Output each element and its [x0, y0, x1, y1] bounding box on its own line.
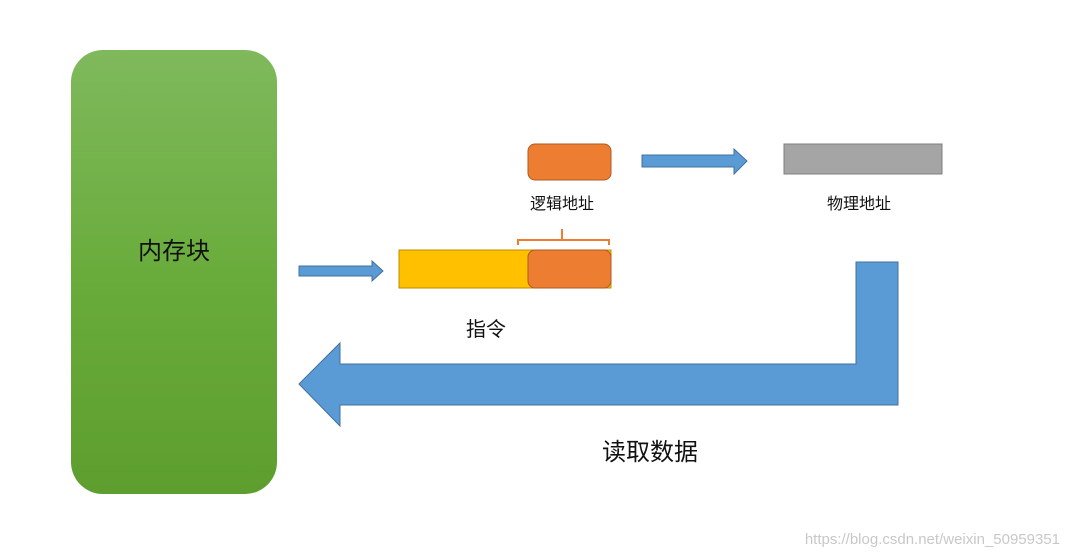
- address-bracket: [517, 229, 610, 245]
- logical-address-box: [527, 143, 612, 181]
- instruction-address-segment: [527, 249, 612, 289]
- physical-address-box: [783, 143, 943, 175]
- memory-to-instruction-arrow: [298, 259, 384, 283]
- memory-block: 内存块: [71, 50, 277, 494]
- read-data-arrow: [298, 261, 899, 428]
- logical-to-physical-arrow: [641, 147, 748, 176]
- physical-address-label: 物理地址: [827, 194, 892, 213]
- watermark: https://blog.csdn.net/weixin_50959351: [804, 531, 1060, 548]
- instruction-label: 指令: [466, 317, 506, 341]
- memory-block-label: 内存块: [138, 236, 210, 265]
- logical-address-label: 逻辑地址: [530, 194, 595, 213]
- read-data-label: 读取数据: [602, 438, 698, 466]
